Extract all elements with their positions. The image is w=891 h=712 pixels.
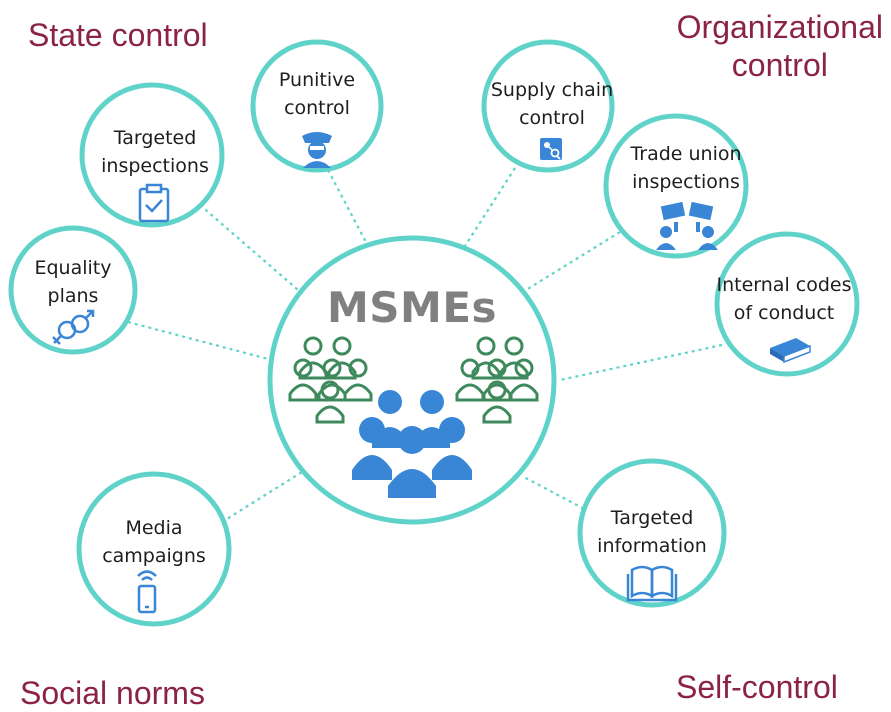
center-title: MSMEs [326, 283, 498, 332]
mobile-broadcast-icon [137, 570, 157, 614]
supply-chain-control-circle [481, 39, 615, 173]
targeted-information-circle [577, 458, 727, 608]
connector-trade-union [525, 231, 621, 291]
center-circle [267, 235, 557, 525]
clipboard-check-icon [138, 183, 170, 223]
state-control-label: State control [28, 17, 208, 53]
equality-plans-circle [8, 225, 138, 355]
organizational-control-label: Organizational control [676, 9, 883, 83]
connector-punitive [327, 169, 369, 247]
police-officer-icon [302, 132, 332, 168]
node-circles [8, 39, 860, 627]
connector-equality [127, 320, 273, 362]
media-campaigns-circle [76, 471, 232, 627]
internal-codes-circle [714, 231, 860, 377]
trade-union-inspections-circle [603, 113, 749, 259]
connector-media [221, 471, 303, 523]
connectors [127, 167, 723, 523]
connector-targeted-info [521, 475, 591, 513]
connector-targeted-inspections [199, 204, 299, 291]
connector-internal-codes [559, 343, 723, 382]
people-group-icon [288, 336, 539, 498]
book-icon [770, 338, 811, 364]
gender-symbols-icon [52, 309, 95, 345]
social-norms-label: Social norms [20, 675, 205, 711]
targeted-inspections-circle [79, 82, 225, 228]
connector-supply-chain [464, 167, 516, 247]
punitive-control-circle [250, 39, 384, 173]
self-control-label: Self-control [676, 669, 838, 705]
network-search-icon [540, 138, 562, 160]
open-book-icon [626, 565, 678, 602]
union-workers-icon [656, 201, 718, 250]
